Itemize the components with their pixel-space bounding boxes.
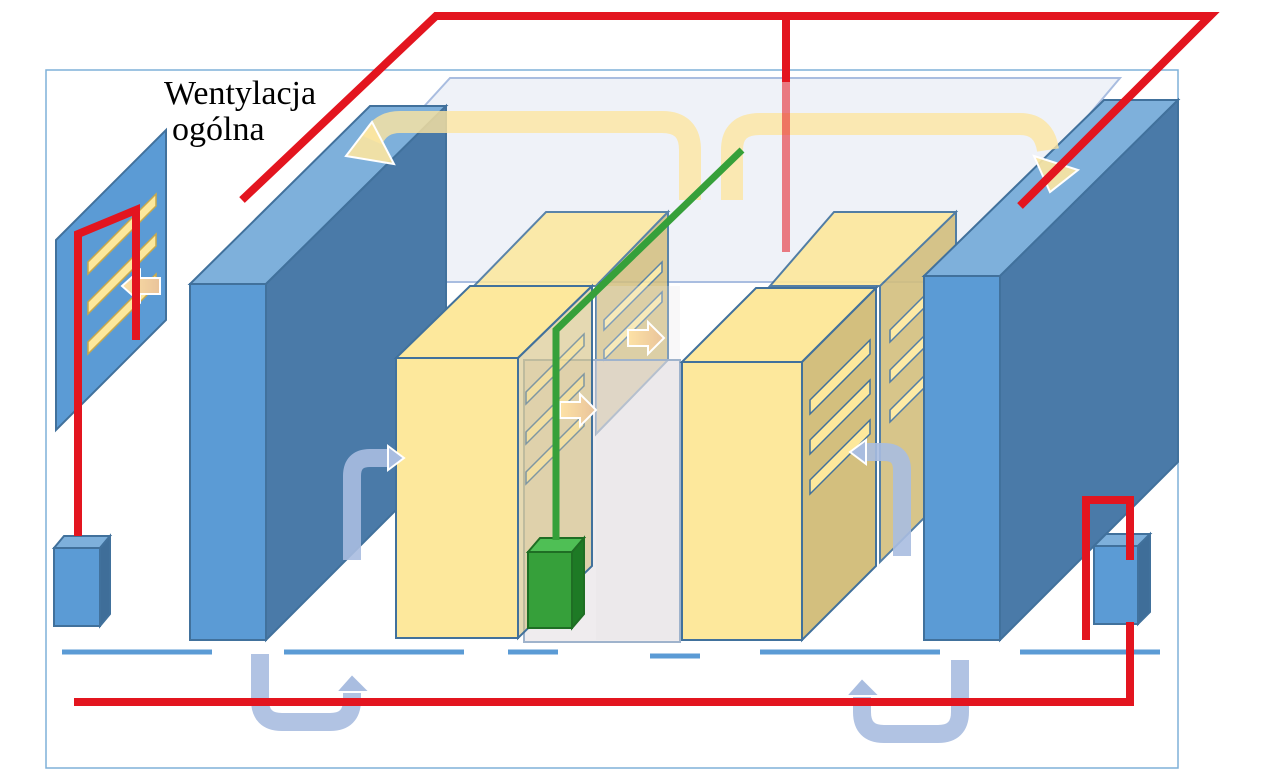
cool-air-flow-arrows — [251, 443, 969, 743]
front-right-server-rack — [679, 285, 879, 643]
wall-grille-icon — [55, 127, 167, 433]
raised-floor-strips — [62, 649, 1160, 659]
warm-air-flow-arrows — [361, 111, 1059, 200]
rack-airflow-arrows — [559, 319, 666, 429]
left-fan-unit-icon — [51, 533, 113, 629]
red-duct-network — [74, 12, 1220, 706]
left-cooling-unit — [187, 103, 449, 643]
green-extraction-duct — [552, 147, 745, 540]
label-general-ventilation-line1: Wentylacja — [164, 75, 316, 112]
label-general-ventilation-line2: ogólna — [172, 111, 265, 148]
local-extraction-unit-icon — [525, 535, 587, 631]
cool-air-arrow-icon — [333, 438, 883, 697]
right-fan-unit-icon — [1091, 531, 1153, 627]
